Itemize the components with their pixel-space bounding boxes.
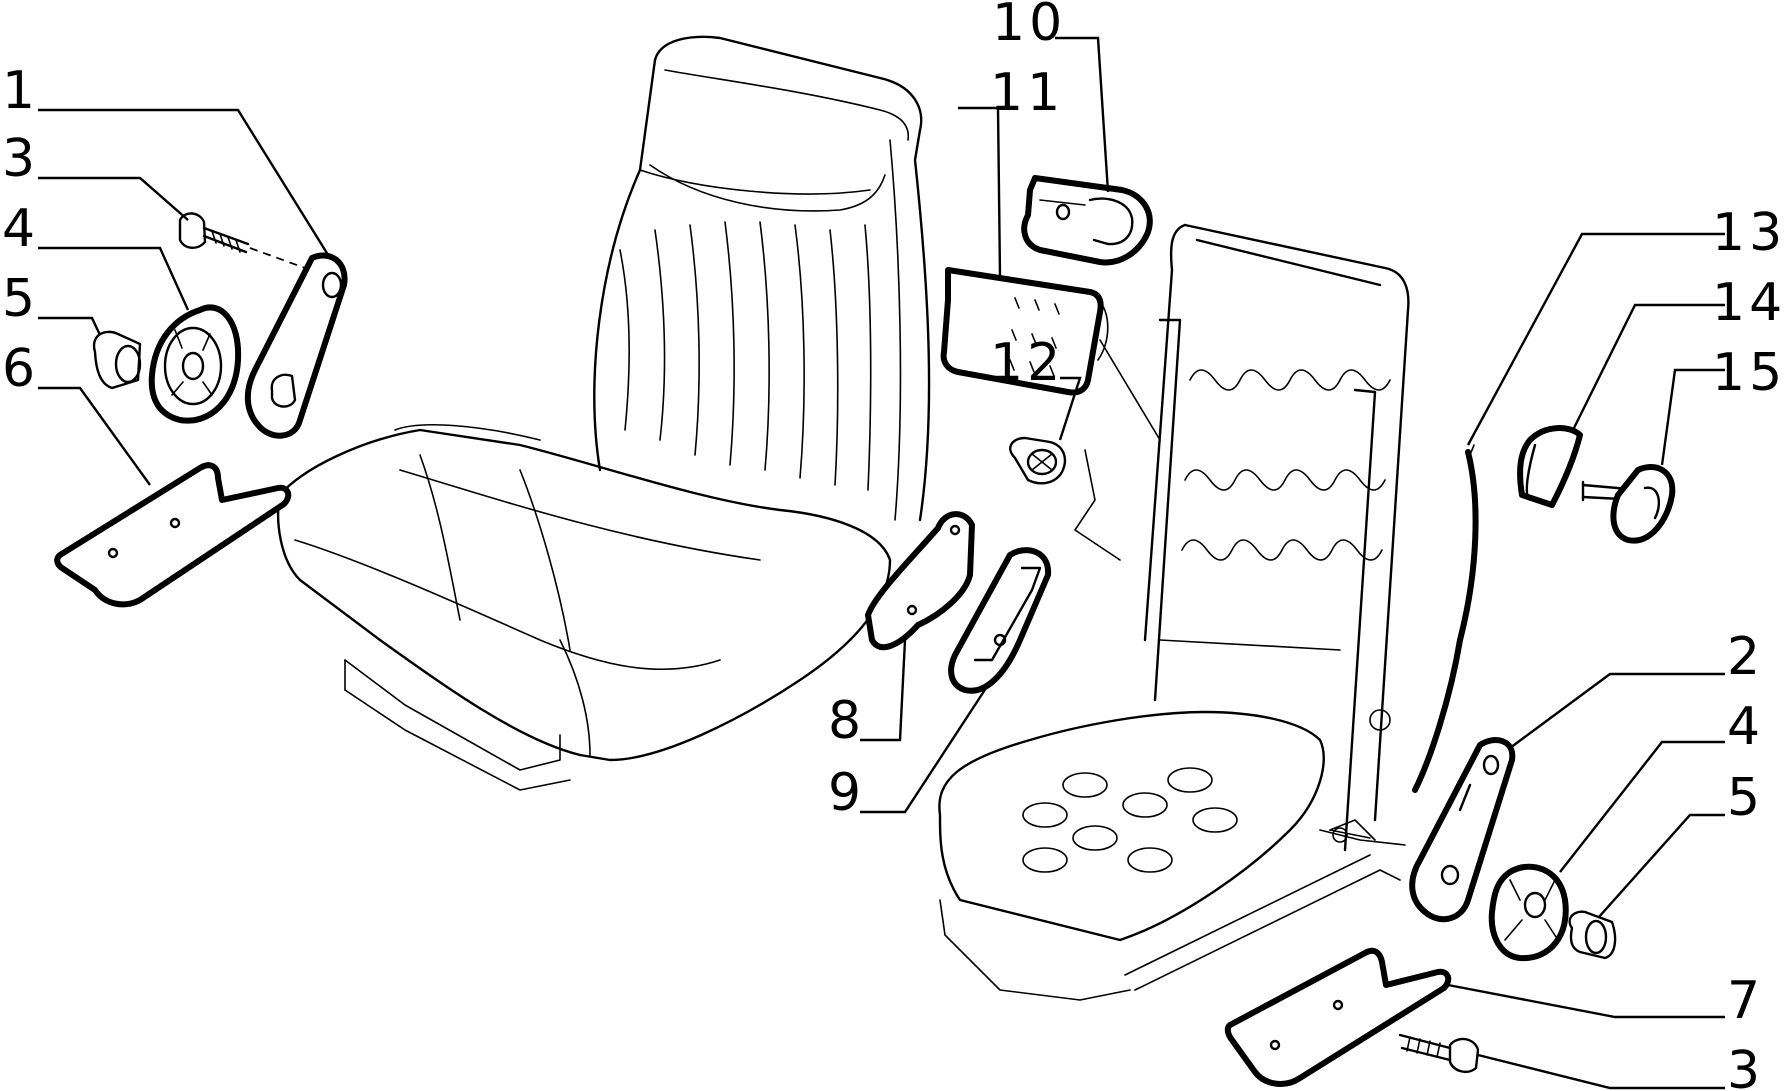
callout-label: 6 xyxy=(2,339,39,399)
hinge-plate-part-9 xyxy=(948,547,1052,694)
bushing-part-5-left xyxy=(92,330,142,390)
callout-label: 13 xyxy=(1712,203,1784,263)
trim-plate-part-7 xyxy=(1224,947,1452,1087)
cap-part-14 xyxy=(1517,425,1583,508)
callout-label: 4 xyxy=(1727,697,1764,757)
bushing-part-5-right xyxy=(1568,910,1617,960)
panel-part-11 xyxy=(940,267,1104,396)
callout-label: 1 xyxy=(2,61,39,121)
callout-label: 3 xyxy=(2,129,39,189)
callout-label: 5 xyxy=(1727,768,1764,828)
knob-part-15 xyxy=(1581,464,1676,544)
knob-part-4-right xyxy=(1488,863,1569,962)
hinge-plate-part-8 xyxy=(865,511,975,651)
clip-part-12 xyxy=(1009,436,1066,485)
callout-label: 8 xyxy=(828,691,865,751)
callout-label: 7 xyxy=(1727,971,1764,1031)
rod-part-13 xyxy=(1412,444,1479,793)
bolt-part-3-right xyxy=(1398,1033,1480,1074)
callout-label: 12 xyxy=(990,333,1064,393)
callout-label: 9 xyxy=(828,763,865,823)
lever-part-2 xyxy=(1409,737,1516,923)
callout-label: 2 xyxy=(1727,627,1764,687)
callout-label: 14 xyxy=(1712,273,1784,333)
lever-part-1 xyxy=(244,252,348,439)
callout-label: 4 xyxy=(2,199,39,259)
callout-label: 3 xyxy=(1727,1041,1764,1091)
knob-part-4-left xyxy=(148,304,242,424)
callout-label: 10 xyxy=(992,0,1066,53)
upholstered-seat xyxy=(277,35,931,791)
bolt-part-3-left xyxy=(178,212,250,254)
latch-part-10 xyxy=(1021,175,1153,266)
trim-plate-part-6-left xyxy=(54,462,292,608)
callout-label: 5 xyxy=(2,269,39,329)
seat-frame xyxy=(938,223,1410,1001)
leader-lines xyxy=(38,36,1725,1090)
callout-label: 15 xyxy=(1712,343,1784,403)
callout-label: 11 xyxy=(990,63,1064,123)
